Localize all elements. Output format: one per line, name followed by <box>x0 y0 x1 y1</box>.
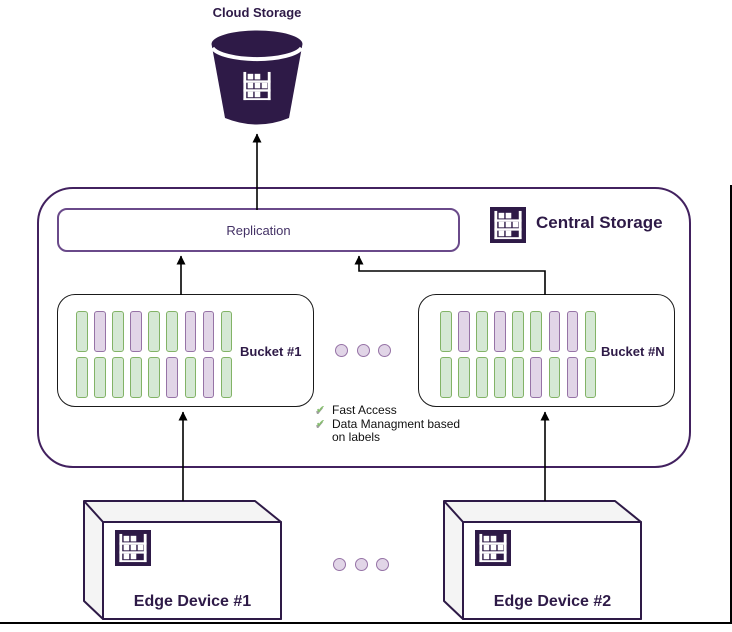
central-storage-icon <box>490 207 526 243</box>
object-bar-purple <box>94 311 106 352</box>
object-bar-green <box>148 311 160 352</box>
ellipsis-dot <box>333 558 346 571</box>
bucket-1-box: Bucket #1 <box>57 294 314 407</box>
cloud-bucket-icon <box>210 30 304 125</box>
object-bar-green <box>112 311 124 352</box>
ellipsis-dot <box>376 558 389 571</box>
object-bar-green <box>512 357 524 398</box>
object-bar-green <box>184 357 197 398</box>
object-bar-purple <box>458 311 470 352</box>
edge-device-1-label: Edge Device #1 <box>133 593 252 610</box>
object-bar-green <box>76 311 88 352</box>
object-bar-purple <box>494 311 506 352</box>
object-bar-green <box>512 311 524 352</box>
object-bar-green <box>220 357 233 398</box>
object-bar-green <box>440 311 452 352</box>
object-bar-green <box>548 357 561 398</box>
device-ellipsis <box>333 558 389 571</box>
object-bar-green <box>476 311 488 352</box>
feature-label: Data Managment based on labels <box>332 417 461 444</box>
object-bar-row <box>440 311 597 352</box>
shelf-icon <box>118 533 148 563</box>
object-bar-green <box>148 357 160 398</box>
object-bar-purple <box>166 357 178 398</box>
object-bar-green <box>112 357 124 398</box>
shelf-icon <box>478 533 508 563</box>
edge-device-1-icon <box>115 530 151 566</box>
object-bar-green <box>584 357 597 398</box>
object-bar-green <box>584 311 597 352</box>
object-bar-green <box>494 357 506 398</box>
object-bar-purple <box>184 311 197 352</box>
edge-device-2-label: Edge Device #2 <box>493 593 612 610</box>
object-bar-green <box>166 311 178 352</box>
object-bar-green <box>76 357 88 398</box>
ellipsis-dot <box>356 344 370 357</box>
central-storage-label: Central Storage <box>536 213 663 232</box>
object-bar-green <box>130 357 142 398</box>
bucket-1-bars <box>76 311 233 403</box>
page-edge-right <box>730 185 732 624</box>
object-bar-purple <box>566 357 579 398</box>
check-icon: ✔ ✔ <box>315 404 326 418</box>
bucket-n-box: Bucket #N <box>418 294 675 407</box>
feature-list: ✔ ✔ Fast Access ✔ ✔ Data Managment based… <box>315 403 476 445</box>
replication-label: Replication <box>226 222 291 238</box>
object-bar-row <box>440 357 597 398</box>
page-edge-bottom <box>0 622 732 624</box>
feature-item: ✔ ✔ Fast Access <box>315 403 476 419</box>
object-bar-green <box>458 357 470 398</box>
object-bar-purple <box>530 357 542 398</box>
object-bar-green <box>220 311 233 352</box>
ellipsis-dot <box>335 344 348 357</box>
object-bar-purple <box>202 311 215 352</box>
bucket-n-bars <box>440 311 597 403</box>
replication-box: Replication <box>57 208 460 252</box>
object-bar-purple <box>130 311 142 352</box>
object-bar-green <box>440 357 452 398</box>
object-bar-row <box>76 311 233 352</box>
feature-item: ✔ ✔ Data Managment based on labels <box>315 417 476 444</box>
object-bar-row <box>76 357 233 398</box>
ellipsis-dot <box>378 344 391 357</box>
object-bar-green <box>530 311 542 352</box>
object-bar-purple <box>202 357 215 398</box>
object-bar-green <box>476 357 488 398</box>
check-icon: ✔ ✔ <box>315 418 326 432</box>
bucket-ellipsis <box>335 344 391 357</box>
object-bar-purple <box>566 311 579 352</box>
ellipsis-dot <box>354 558 368 571</box>
cloud-storage-label: Cloud Storage <box>212 5 302 20</box>
shelf-icon <box>493 210 523 240</box>
feature-label: Fast Access <box>332 403 397 417</box>
bucket-n-label: Bucket #N <box>601 344 665 359</box>
bucket-1-label: Bucket #1 <box>240 344 302 359</box>
object-bar-green <box>94 357 106 398</box>
edge-device-2-icon <box>475 530 511 566</box>
object-bar-purple <box>548 311 561 352</box>
